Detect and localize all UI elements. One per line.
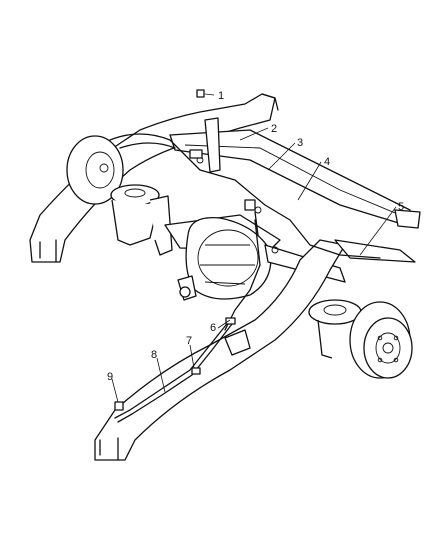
callout-7: 7	[186, 335, 192, 347]
rear-crossmember	[169, 117, 411, 226]
callout-4: 4	[324, 156, 330, 168]
callout-2: 2	[271, 123, 277, 135]
callout-9: 9	[107, 371, 113, 383]
callout-3: 3	[297, 137, 303, 149]
callout-1: 1	[218, 90, 224, 102]
left-spring-mount	[110, 184, 173, 256]
callout-8: 8	[151, 349, 157, 361]
callout-5: 5	[398, 201, 404, 213]
line-clips	[114, 89, 256, 411]
brake-lines	[109, 133, 381, 423]
right-spring-mount	[308, 299, 362, 359]
callout-labels: 1 2 3 4 5 6 7 8 9	[107, 90, 404, 383]
callout-6: 6	[210, 322, 216, 334]
right-frame-rail	[94, 239, 346, 461]
callout-leaders	[111, 93, 397, 403]
left-brake-drum	[66, 135, 124, 205]
right-brake-drum	[349, 301, 413, 379]
right-crossmember-stub	[334, 209, 421, 263]
